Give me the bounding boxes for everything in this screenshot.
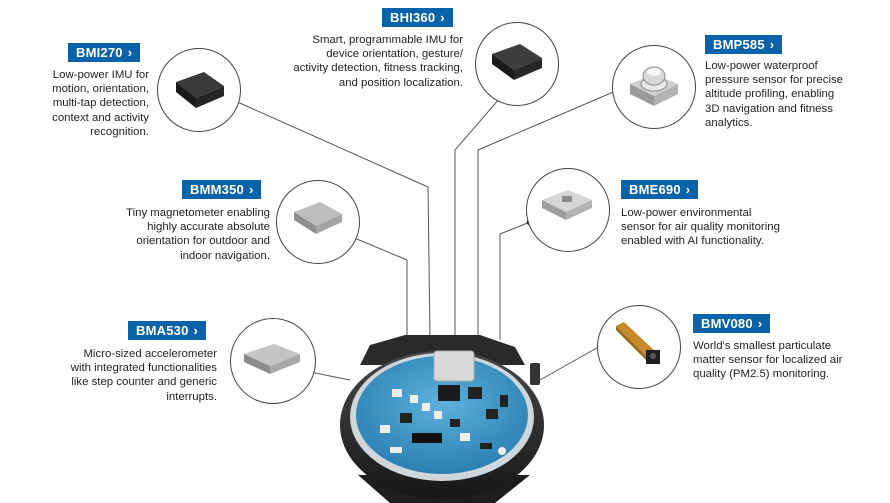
bhi360-name: BHI360 <box>390 10 436 25</box>
chevron-right-icon: › <box>685 182 691 197</box>
watch-device-illustration <box>340 335 544 503</box>
bmm350-badge[interactable]: BMM350 › <box>182 180 262 199</box>
bhi360-line: and position localization. <box>338 76 463 89</box>
bmv080-description: World's smallest particulate matter sens… <box>693 339 842 382</box>
bmi270-line: context and activity <box>52 111 149 124</box>
bma530-badge[interactable]: BMA530 › <box>128 321 207 340</box>
bmm350-description: Tiny magnetometer enabling highly accura… <box>126 206 270 263</box>
connector-bmi270 <box>232 99 431 339</box>
bmv080-line: quality (PM2.5) monitoring. <box>693 368 830 381</box>
bma530-chip-icon <box>244 344 300 374</box>
bmv080-line: World's smallest particulate <box>693 340 832 352</box>
bmm350-line: orientation for outdoor and <box>136 235 270 248</box>
bmp585-name: BMP585 <box>713 37 765 52</box>
bmv080-badge[interactable]: BMV080 › <box>693 314 771 333</box>
connector-bmm350 <box>339 231 408 346</box>
bmv080-chip-icon <box>616 322 660 364</box>
bmp585-line: analytics. <box>705 116 753 129</box>
connector-bme690 <box>499 221 531 340</box>
bma530-line: with integrated functionalities <box>70 362 217 375</box>
bhi360-chip-icon <box>492 44 542 80</box>
bmm350-chip-icon <box>294 202 342 234</box>
chevron-right-icon: › <box>757 316 763 331</box>
bmi270-line: recognition. <box>90 125 149 138</box>
chevron-right-icon: › <box>440 10 445 25</box>
bmi270-line: Low-power IMU for <box>52 69 149 81</box>
bma530-description: Micro-sized accelerometer with integrate… <box>71 347 217 404</box>
bmi270-name: BMI270 <box>76 45 123 60</box>
bmm350-line: highly accurate absolute <box>147 221 270 234</box>
bmi270-line: multi-tap detection, <box>52 97 149 110</box>
bhi360-badge[interactable]: BHI360 › <box>382 8 453 27</box>
bme690-line: enabled with AI functionality. <box>621 235 764 248</box>
bmp585-chip-icon <box>630 66 678 106</box>
chevron-right-icon: › <box>127 45 133 60</box>
bma530-line: Micro-sized accelerometer <box>83 348 217 360</box>
connector-bmp585 <box>477 89 619 336</box>
bma530-line: like step counter and generic <box>71 376 217 389</box>
bmp585-line: 3D navigation and fitness <box>705 102 833 115</box>
bmp585-badge[interactable]: BMP585 › <box>705 35 783 54</box>
chevron-right-icon: › <box>769 37 775 52</box>
bmv080-line: matter sensor for localized air <box>693 354 843 367</box>
chevron-right-icon: › <box>248 182 254 197</box>
bme690-chip-icon <box>542 190 592 220</box>
bma530-line: interrupts. <box>166 390 217 403</box>
bmi270-chip-icon <box>176 72 224 108</box>
bmm350-line: indoor navigation. <box>180 249 270 262</box>
chevron-right-icon: › <box>193 323 199 338</box>
bme690-name: BME690 <box>629 182 681 197</box>
bmi270-description: Low-power IMU for motion, orientation, m… <box>52 68 149 139</box>
bmi270-line: motion, orientation, <box>52 83 149 96</box>
bhi360-line: activity detection, fitness tracking, <box>293 62 463 75</box>
bhi360-line: device orientation, gesture/ <box>326 48 463 61</box>
bme690-line: Low-power environmental <box>621 207 752 219</box>
bma530-name: BMA530 <box>136 323 189 338</box>
bmp585-line: altitude profiling, enabling <box>705 88 835 101</box>
bmm350-name: BMM350 <box>190 182 244 197</box>
connector-bmv080 <box>539 344 603 381</box>
bme690-line: sensor for air quality monitoring <box>621 221 780 234</box>
bmp585-line: pressure sensor for precise <box>705 74 844 87</box>
bmi270-badge[interactable]: BMI270 › <box>68 43 141 62</box>
connector-bhi360 <box>454 82 514 335</box>
bmp585-line: Low-power waterproof <box>705 60 818 72</box>
bhi360-line: Smart, programmable IMU for <box>312 34 463 46</box>
bhi360-description: Smart, programmable IMU for device orien… <box>293 33 463 90</box>
bme690-description: Low-power environmental sensor for air q… <box>621 206 780 249</box>
bmp585-description: Low-power waterproof pressure sensor for… <box>705 59 843 130</box>
bme690-badge[interactable]: BME690 › <box>621 180 699 199</box>
bmm350-line: Tiny magnetometer enabling <box>126 207 270 219</box>
bmv080-name: BMV080 <box>701 316 753 331</box>
connector-bma530 <box>309 371 351 381</box>
